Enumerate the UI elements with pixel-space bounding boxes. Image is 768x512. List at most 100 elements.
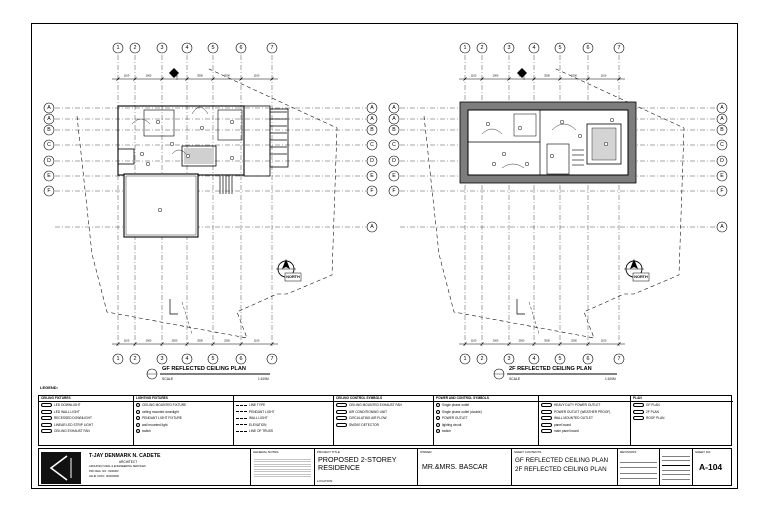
dimension-tick [586, 342, 590, 346]
grid-bubble-icon [181, 42, 193, 54]
dimension-text: 3500 [544, 339, 550, 343]
legend-row-label: lighting circuit [442, 422, 462, 427]
architect-logo [41, 452, 81, 484]
title-block: T-JAY DENMARK N. CADETE ARCHITECT ARCHIT… [38, 448, 732, 486]
circuit-line [131, 118, 151, 125]
legend-row-label: CEILING MOUNTED EXHAUST FAN [349, 403, 402, 407]
legend-symbol-icon [136, 422, 140, 427]
grid-bubble-icon [129, 42, 141, 54]
legend-symbol-icon [41, 416, 52, 421]
project-title: PROPOSED 2-STOREY RESIDENCE [318, 455, 397, 472]
grid-bubble-label: E [47, 173, 51, 179]
ceiling-light-icon [485, 121, 491, 127]
legend-row-label: CIRCULATING AIR FLOW [349, 416, 387, 420]
grid-bubble-label: D [392, 158, 396, 164]
grid-bubble-icon [388, 124, 400, 136]
ceiling-light-icon [157, 207, 163, 213]
dimension-tick [160, 77, 164, 81]
legend-row-label: switch [442, 429, 451, 433]
grid-bubble-label: 4 [186, 356, 189, 362]
designer-role: ARCHITECT [119, 460, 138, 464]
north-label: NORTH [634, 275, 648, 279]
grid-bubble-label: 2 [481, 356, 484, 362]
legend-row-label: WALL LIGHT [249, 416, 268, 420]
dimension-text: 2000 [146, 74, 152, 78]
grid-bubble-label: F [370, 188, 373, 194]
grid-bubble-label: 1 [464, 356, 467, 362]
legend-row: CEILING MOUNTED EXHAUST FAN [334, 402, 433, 409]
grid-bubble-icon [366, 102, 378, 114]
grid-bubble-label: 5 [559, 45, 562, 51]
ceiling-light-icon [577, 133, 583, 139]
stair-outline [269, 108, 289, 168]
grid-bubble-label: A [370, 105, 374, 111]
grid-bubble-label: 4 [186, 45, 189, 51]
gf-room-fill [184, 148, 214, 164]
dimension-tick [532, 77, 536, 81]
legend-row: GF PLAN [631, 402, 733, 409]
legend-row-label: main panel board [554, 429, 579, 433]
grid-bubble-label: A [370, 224, 374, 230]
grid-bubble-label: 7 [271, 45, 274, 51]
legend-symbol-icon [236, 424, 247, 426]
legend-section-heading [539, 396, 630, 402]
grid-bubble-label: 2 [134, 356, 137, 362]
dimension-text: 3500 [544, 74, 550, 78]
grid-bubble-icon [476, 353, 488, 365]
plan-scale-value: 1:100M [258, 377, 269, 381]
grid-bubble-icon [459, 353, 471, 365]
gf-room [181, 145, 217, 167]
grid-bubble-label: 6 [240, 356, 243, 362]
grid-bubble-label: A [47, 105, 51, 111]
2f-room [513, 113, 537, 137]
grid-bubble-icon [388, 170, 400, 182]
grid-bubble-label: 7 [618, 45, 621, 51]
grid-bubble-icon [716, 113, 728, 125]
grid-bubble-icon [582, 353, 594, 365]
legend-row-label: Single phase outlet (double) [442, 409, 482, 414]
gf-exterior-wall [117, 105, 245, 176]
grid-bubble-icon [43, 185, 55, 197]
legend-symbol-icon [136, 416, 140, 421]
ceiling-light-icon [229, 155, 235, 161]
stamp-lines [662, 452, 690, 482]
circuit-line [501, 163, 525, 169]
grid-bubble-icon [112, 353, 124, 365]
plan-title: GF REFLECTED CEILING PLAN [162, 366, 246, 372]
plan-scale-value: 1:100M [605, 377, 616, 381]
stamp-block [660, 449, 693, 485]
contents-line: 2F REFLECTED CEILING PLAN [515, 466, 607, 473]
legend-row: ceiling mounted downlight [134, 409, 233, 416]
legend-symbol-icon [633, 416, 644, 421]
grid-bubble-icon [43, 113, 55, 125]
notes-text [254, 457, 311, 479]
site-boundary [181, 301, 193, 335]
garage-inner [125, 175, 197, 236]
project-block: PROJECT TITLE PROPOSED 2-STOREY RESIDENC… [315, 449, 418, 485]
legend-symbol-icon [436, 416, 440, 421]
grid-bubble-label: D [720, 158, 724, 164]
dimension-text: 2500 [172, 339, 178, 343]
legend-symbol-icon [41, 409, 52, 414]
grid-bubble-label: 4 [533, 45, 536, 51]
grid-bubble-label: D [370, 158, 374, 164]
grid-bubble-icon [716, 221, 728, 233]
dimension-tick [211, 77, 215, 81]
circuit-line [191, 106, 209, 115]
grid-bubble-label: 3 [161, 356, 164, 362]
legend-symbol-icon [336, 422, 347, 427]
2f-floor-layout [459, 101, 637, 184]
legend-row-label: PENDANT LIGHT [249, 409, 275, 414]
legend-section-heading: PLAN [631, 396, 733, 402]
dimension-tick [463, 77, 467, 81]
grid-bubble-icon [207, 353, 219, 365]
gf-room [117, 148, 135, 165]
designer-name: T-JAY DENMARK N. CADETE [89, 453, 161, 459]
grid-bubble-icon [388, 185, 400, 197]
dimension-text: 3500 [197, 339, 203, 343]
sheet-number-block: SHEET NO. A-104 [693, 449, 733, 485]
revisions-block: REVISIONS [618, 449, 660, 485]
grid-bubble-label: 1 [117, 45, 120, 51]
dimension-tick [617, 77, 621, 81]
